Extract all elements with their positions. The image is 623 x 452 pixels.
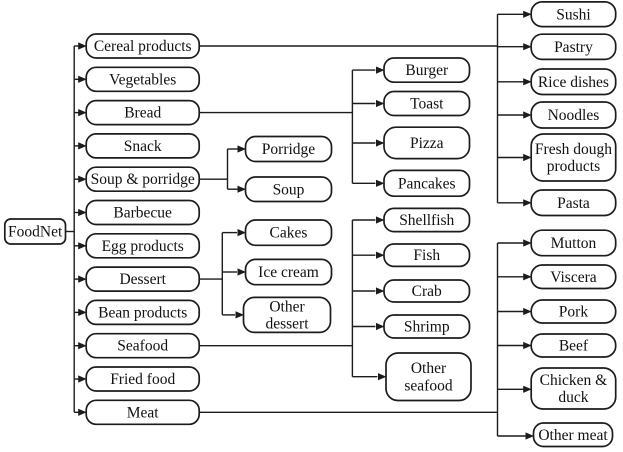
- svg-text:Sushi: Sushi: [556, 6, 591, 23]
- svg-text:Shellfish: Shellfish: [399, 212, 454, 229]
- svg-text:Beef: Beef: [559, 338, 589, 355]
- svg-text:Pasta: Pasta: [557, 195, 590, 212]
- svg-text:Meat: Meat: [127, 404, 160, 421]
- svg-text:Crab: Crab: [412, 283, 442, 300]
- svg-text:products: products: [547, 158, 600, 175]
- svg-text:Other: Other: [411, 360, 447, 377]
- svg-text:Burger: Burger: [405, 62, 449, 79]
- svg-text:Fresh dough: Fresh dough: [535, 141, 612, 158]
- svg-text:Porridge: Porridge: [262, 141, 316, 158]
- svg-text:Ice cream: Ice cream: [258, 264, 319, 281]
- svg-text:Pancakes: Pancakes: [398, 175, 456, 192]
- svg-text:Egg products: Egg products: [102, 238, 184, 255]
- svg-text:Toast: Toast: [410, 96, 444, 113]
- svg-text:Bean products: Bean products: [98, 304, 187, 321]
- svg-text:Rice dishes: Rice dishes: [538, 74, 609, 91]
- svg-text:Fried food: Fried food: [110, 371, 175, 388]
- svg-text:Barbecue: Barbecue: [113, 205, 172, 222]
- svg-text:Dessert: Dessert: [119, 271, 166, 288]
- svg-text:duck: duck: [558, 389, 588, 406]
- svg-text:dessert: dessert: [265, 316, 309, 333]
- svg-text:Pizza: Pizza: [410, 135, 444, 152]
- svg-text:Bread: Bread: [124, 105, 161, 122]
- svg-text:Viscera: Viscera: [550, 269, 597, 286]
- svg-text:Soup & porridge: Soup & porridge: [91, 171, 195, 188]
- svg-text:Fish: Fish: [413, 247, 440, 264]
- svg-text:Vegetables: Vegetables: [109, 71, 176, 88]
- svg-text:Pastry: Pastry: [554, 39, 593, 56]
- svg-text:Snack: Snack: [124, 138, 162, 155]
- svg-text:Noodles: Noodles: [548, 107, 600, 124]
- svg-text:seafood: seafood: [404, 377, 452, 394]
- svg-text:FoodNet: FoodNet: [8, 224, 63, 241]
- svg-text:Chicken &: Chicken &: [540, 372, 608, 389]
- svg-text:Mutton: Mutton: [551, 235, 597, 252]
- svg-text:Shrimp: Shrimp: [404, 319, 450, 336]
- svg-text:Other meat: Other meat: [538, 427, 608, 444]
- svg-text:Other: Other: [269, 298, 305, 315]
- svg-text:Cereal products: Cereal products: [94, 38, 192, 55]
- svg-text:Soup: Soup: [273, 181, 305, 198]
- svg-text:Pork: Pork: [559, 304, 589, 321]
- svg-text:Cakes: Cakes: [270, 225, 308, 242]
- svg-text:Seafood: Seafood: [117, 338, 168, 355]
